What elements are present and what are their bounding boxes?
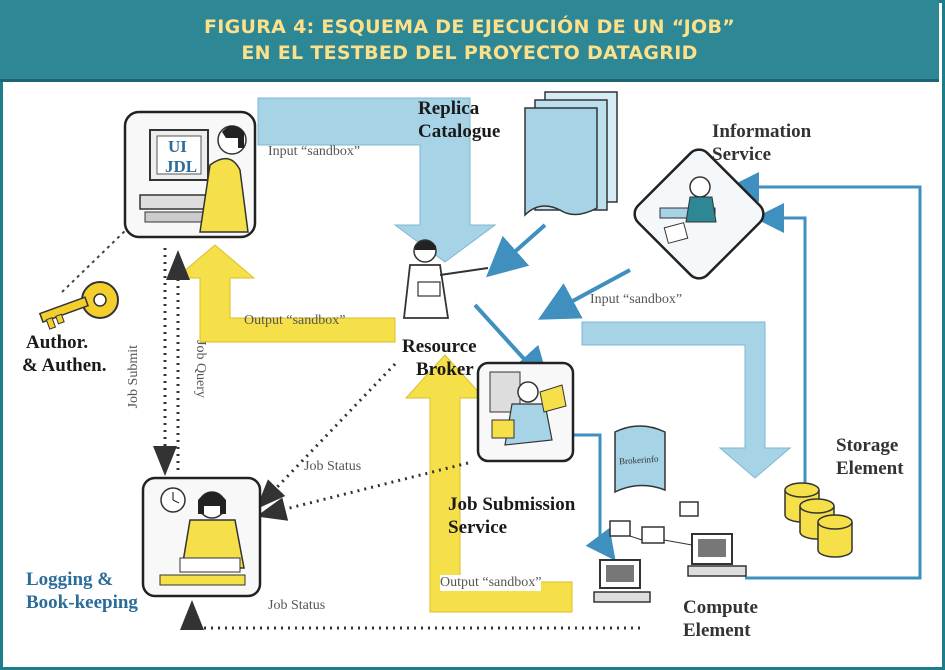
replica-catalogue-icon [524, 91, 618, 217]
job-status-mid-label: Job Status [304, 459, 362, 474]
dotted-jss-logging [256, 461, 469, 521]
output-sandbox-flow-left [174, 244, 396, 343]
job-submission-service-label: Job Submission Service [448, 493, 575, 539]
info-label-line-2: Service [712, 144, 772, 165]
arrow-replica-broker [486, 223, 547, 278]
figure-header: FIGURA 4: ESQUEMA DE EJECUCIÓN DE UN “JO… [0, 0, 939, 82]
resource-broker-label: Resource Broker [402, 335, 477, 381]
jss-label-line-1: Job Submission [448, 494, 576, 515]
input-sandbox-flow-right [581, 321, 792, 479]
dotted-compute-logging [180, 600, 640, 630]
figure-title-line-1: FIGURA 4: ESQUEMA DE EJECUCIÓN DE UN “JO… [203, 15, 736, 38]
key-icon [38, 281, 119, 330]
figure-title-line-2: EN EL TESTBED DEL PROYECTO DATAGRID [241, 41, 698, 64]
logging-label-line-2: Book-keeping [26, 592, 138, 613]
job-query-label: Job Query [193, 340, 208, 398]
info-label-line-1: Information [712, 121, 812, 142]
auth-label-line-2: & Authen. [22, 355, 107, 376]
jdl-label: JDL [165, 157, 197, 176]
feedback-line-storage-info [754, 203, 807, 485]
jss-label-line-2: Service [448, 517, 508, 538]
broker-label-line-1: Resource [402, 336, 477, 357]
arrow-info-broker [537, 268, 631, 320]
replica-catalogue-label: Replica Catalogue [418, 97, 500, 143]
information-service-label: Information Service [712, 120, 811, 166]
output-sandbox-bottom-label: Output “sandbox” [440, 575, 542, 591]
logging-bookkeeping-icon [141, 476, 262, 598]
job-status-bottom-label: Job Status [268, 598, 326, 613]
dotted-broker-logging [255, 362, 397, 510]
jss-compute-connector [570, 433, 616, 561]
job-submit-label: Job Submit [126, 345, 141, 409]
author-authen-label: Author. & Authen. [22, 331, 106, 377]
ui-workstation-icon [123, 110, 257, 239]
storage-element-icon [784, 482, 853, 558]
compute-element-label: Compute Element [683, 596, 758, 642]
compute-element-icon [593, 501, 747, 603]
storage-element-label: Storage Element [836, 434, 904, 480]
dotted-auth-ui [61, 227, 129, 293]
logging-label-line-1: Logging & [26, 569, 114, 590]
storage-label-line-1: Storage [836, 435, 899, 456]
replica-label-line-2: Catalogue [418, 121, 501, 142]
compute-label-line-1: Compute [683, 597, 758, 618]
brokerinfo-document-icon [614, 425, 666, 494]
broker-label-line-2: Broker [416, 359, 474, 380]
feedback-line-compute-info [729, 172, 922, 580]
replica-label-line-1: Replica [418, 98, 480, 119]
output-sandbox-left-label: Output “sandbox” [244, 313, 346, 328]
logging-bookkeeping-label: Logging & Book-keeping [26, 568, 138, 614]
storage-label-line-2: Element [836, 458, 904, 479]
input-sandbox-right-label: Input “sandbox” [590, 292, 683, 307]
auth-label-line-1: Author. [26, 332, 89, 353]
resource-broker-icon [402, 239, 489, 319]
input-sandbox-flow-top [257, 97, 497, 263]
job-submission-service-icon [476, 361, 575, 463]
input-sandbox-top-label: Input “sandbox” [268, 144, 361, 159]
ui-label: UI [168, 137, 187, 156]
information-service-icon [633, 148, 765, 280]
compute-label-line-2: Element [683, 620, 751, 641]
